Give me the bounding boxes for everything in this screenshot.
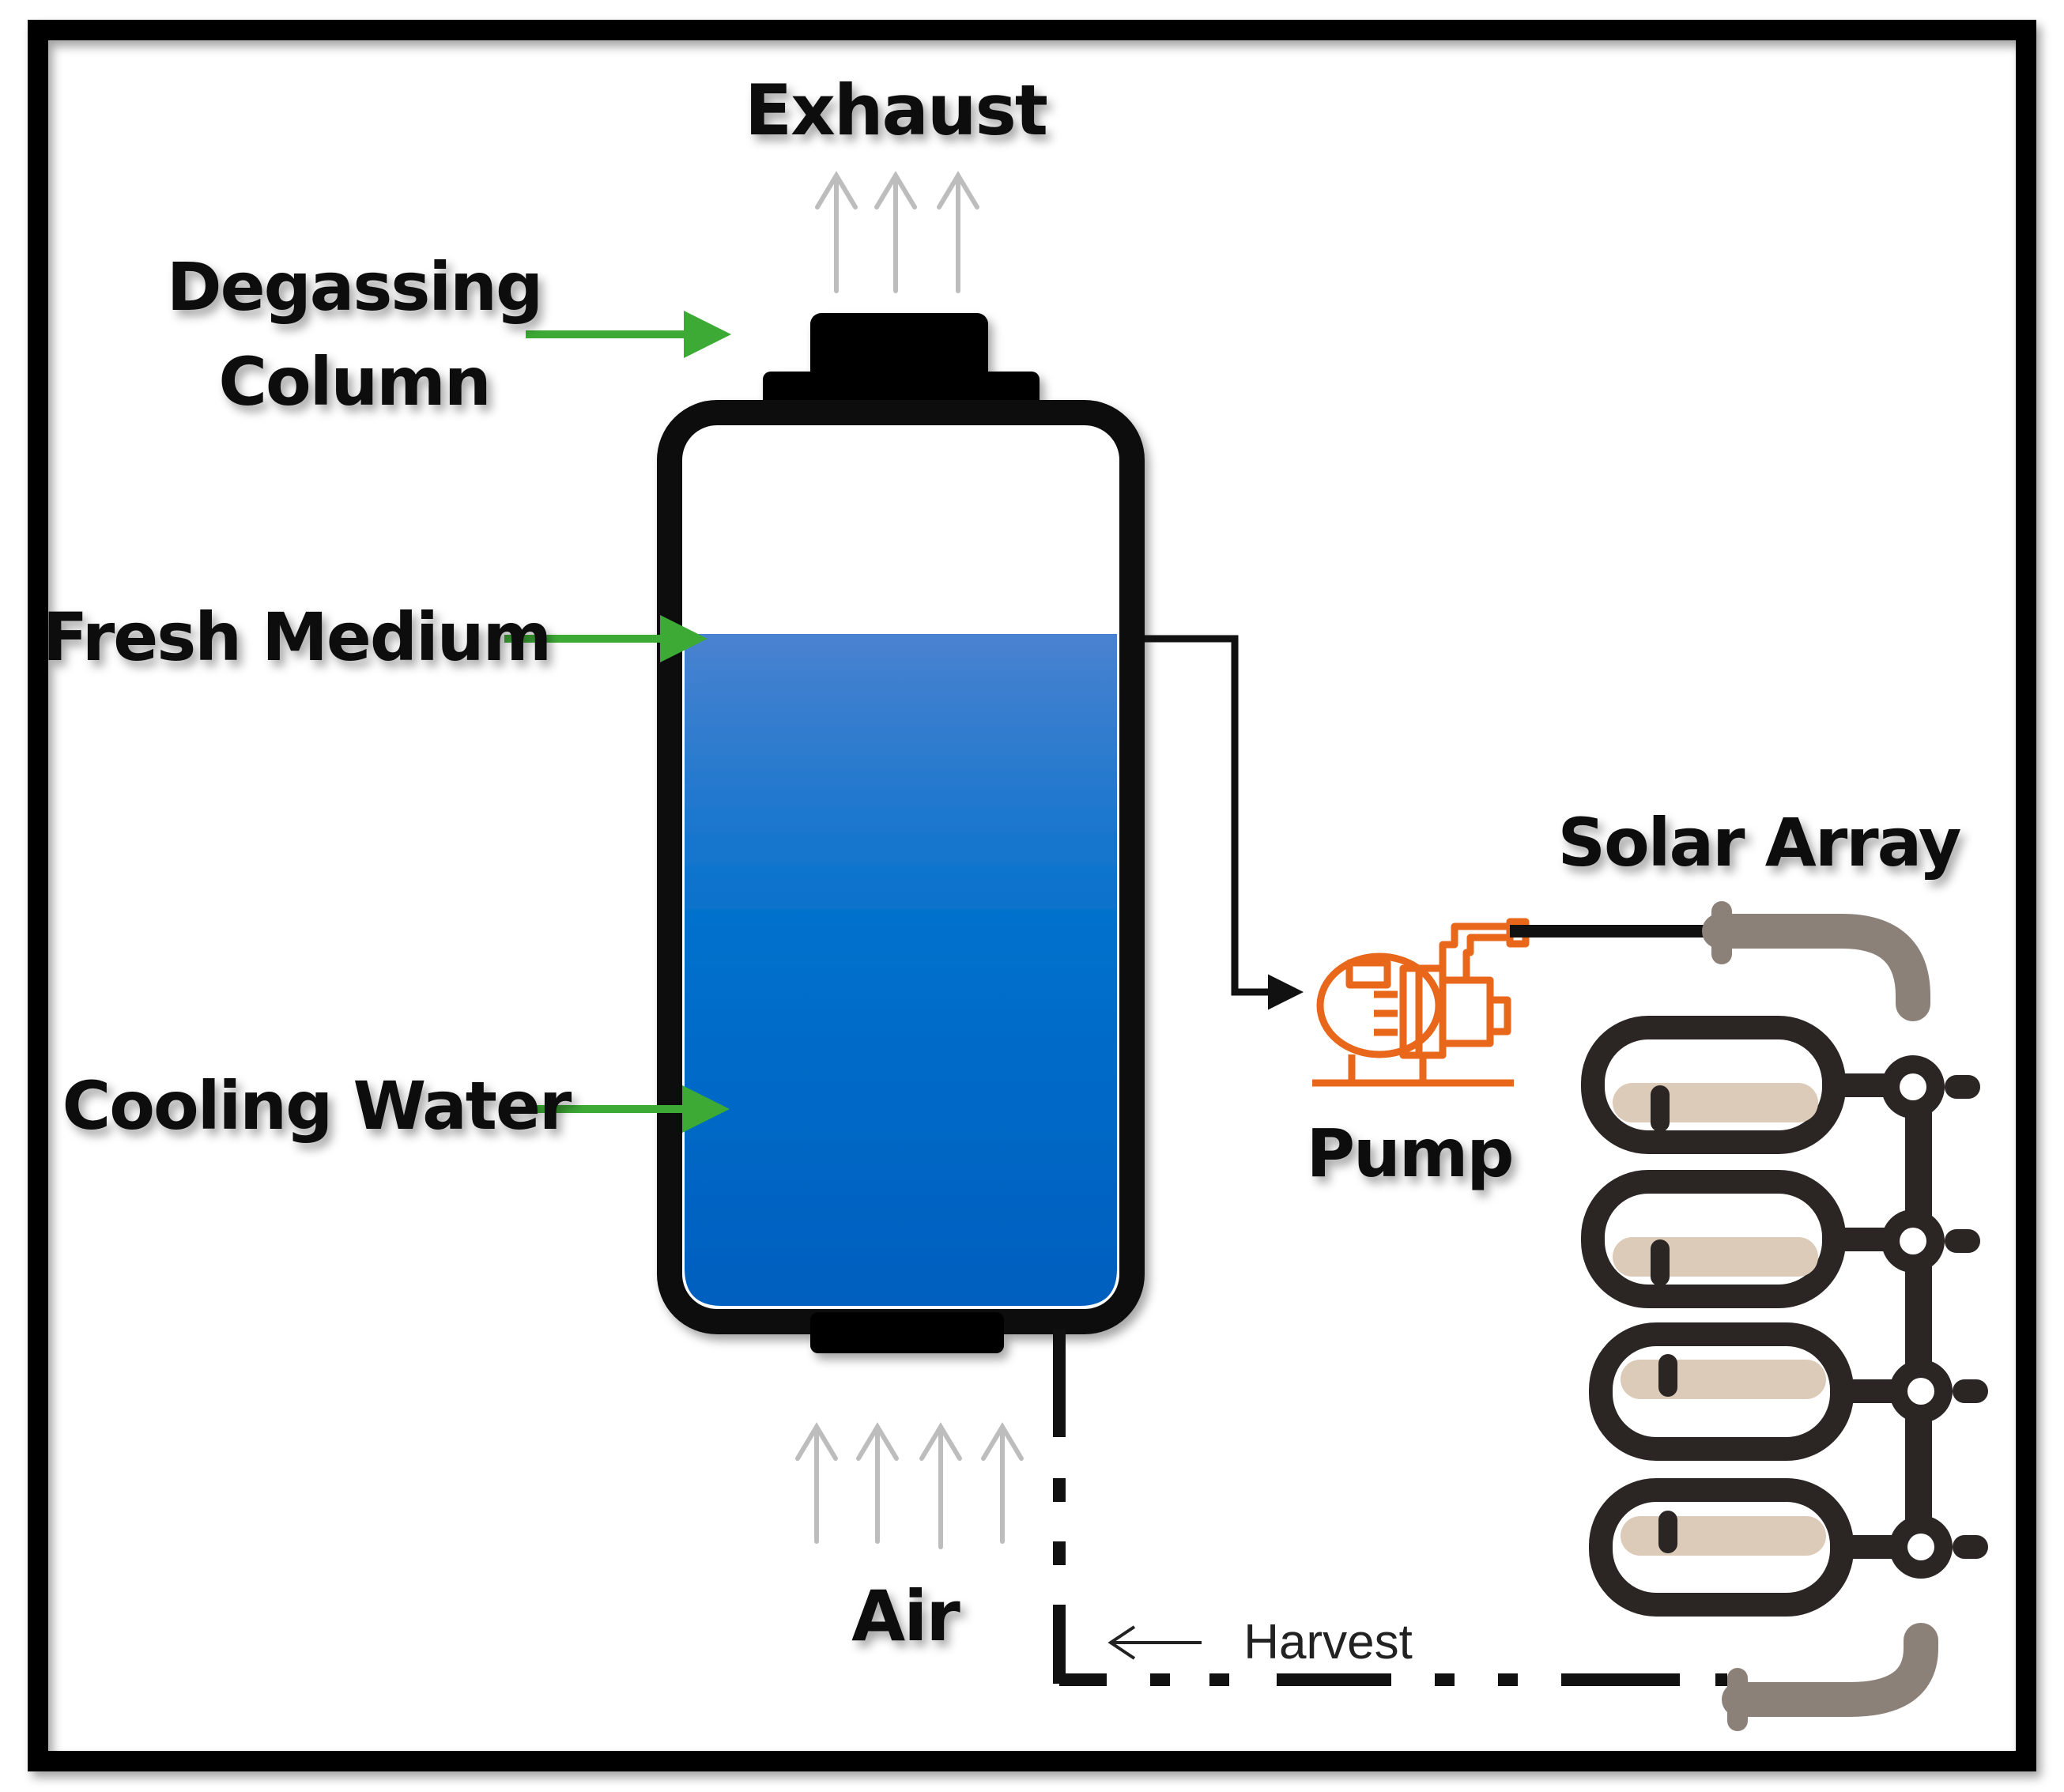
air-arrow-3	[919, 1422, 962, 1549]
solar-tube-array-icon	[1581, 901, 1988, 1731]
diagram-frame	[28, 20, 2036, 1771]
solar-tube-4	[1589, 1478, 1988, 1617]
harvest-return-line	[1053, 1330, 1727, 1686]
solar-outlet-connector	[1722, 1623, 1938, 1717]
label-solar-array: Solar Array	[1557, 804, 1960, 881]
label-cooling-water: Cooling Water	[62, 1067, 572, 1145]
solar-tube-3	[1589, 1322, 1988, 1461]
bioreactor-vessel-icon	[657, 313, 1145, 1353]
air-arrow-4	[981, 1422, 1024, 1544]
pump-icon	[1312, 918, 1530, 1087]
exhaust-arrow-2	[874, 171, 917, 293]
air-arrow-1	[795, 1422, 838, 1544]
solar-tube-1	[1581, 1016, 1980, 1154]
air-arrow-2	[856, 1422, 899, 1544]
label-pump: Pump	[1306, 1115, 1512, 1192]
air-arrows	[795, 1422, 1024, 1549]
vessel-liquid	[685, 634, 1117, 1306]
vessel-top-cap	[810, 313, 988, 388]
exhaust-arrow-3	[937, 171, 979, 293]
label-degassing-line2: Column	[218, 343, 489, 421]
exhaust-arrow-1	[815, 171, 858, 293]
label-air: Air	[851, 1575, 960, 1657]
exhaust-arrows	[815, 171, 979, 293]
label-fresh-medium: Fresh Medium	[43, 598, 550, 676]
label-exhaust: Exhaust	[745, 70, 1047, 151]
label-degassing-line1: Degassing	[167, 248, 541, 326]
harvest-arrow	[1107, 1625, 1202, 1660]
solar-tube-2	[1581, 1170, 1980, 1308]
vessel-to-pump-line	[1145, 635, 1304, 1010]
label-harvest: Harvest	[1243, 1615, 1413, 1669]
solar-inlet-connector	[1702, 914, 1930, 1021]
vessel-bottom-cap	[810, 1312, 1004, 1353]
